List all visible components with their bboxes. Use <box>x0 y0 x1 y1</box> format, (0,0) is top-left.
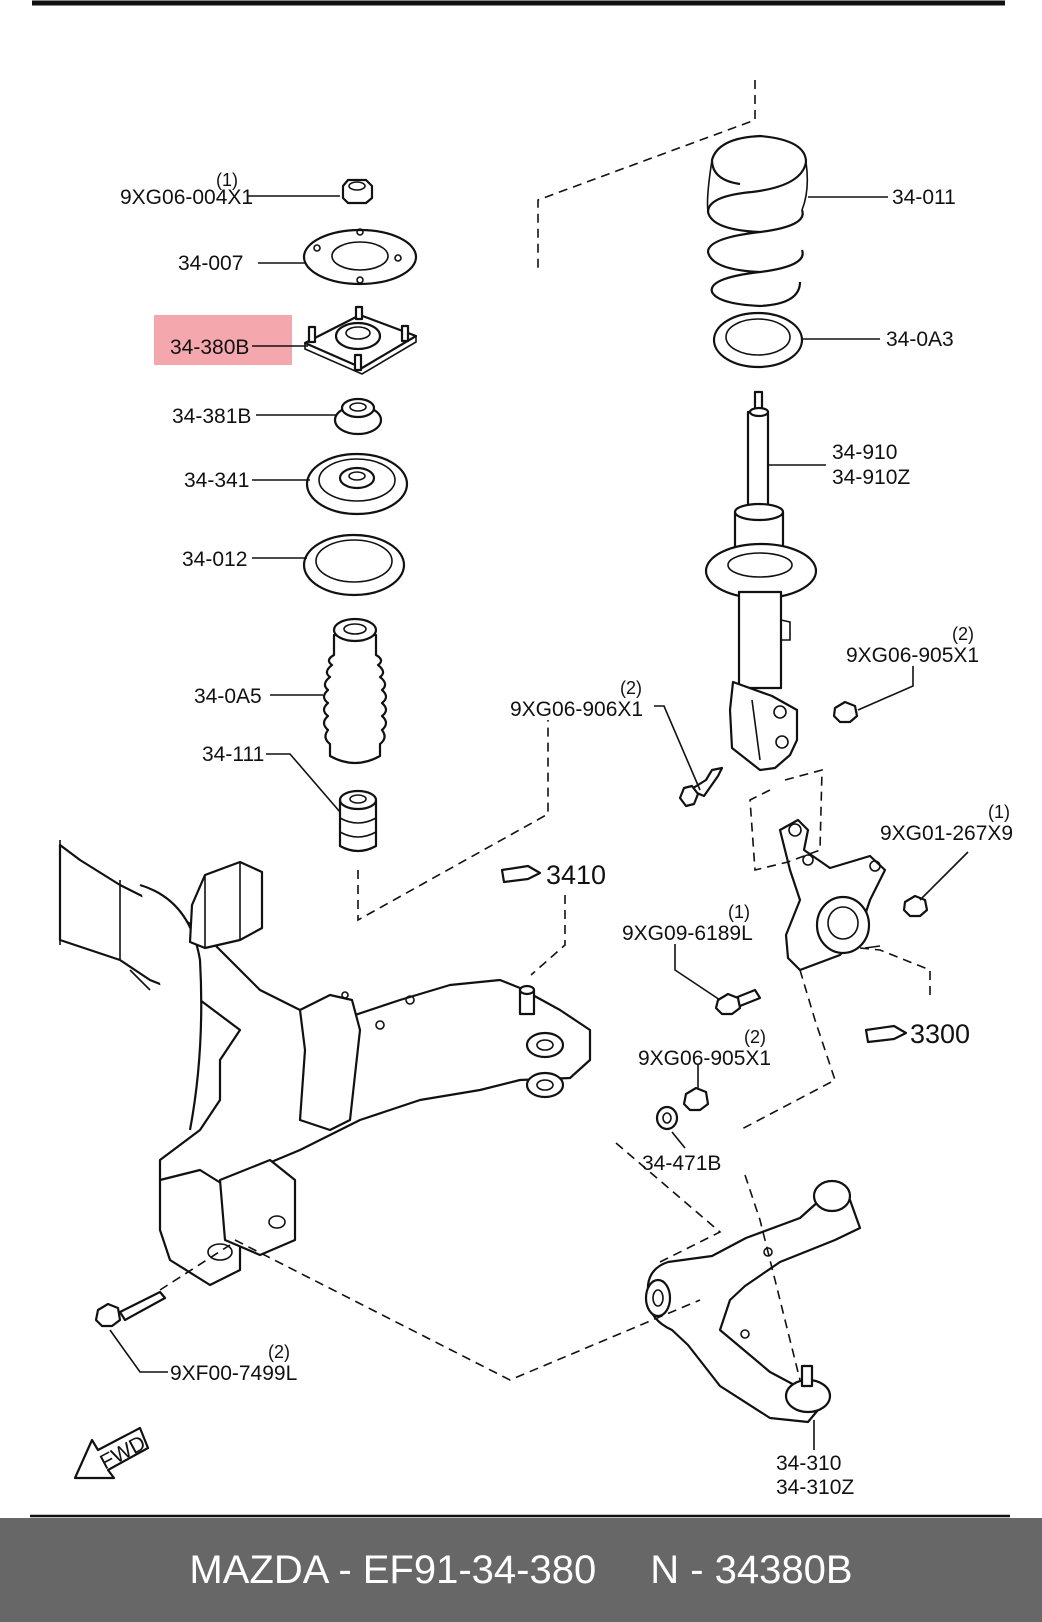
label-knuckle-bolt-qty: (1) <box>728 902 750 922</box>
spring-seat-icon <box>305 452 409 516</box>
label-knuckle-nut: 9XG01-267X9 <box>880 822 1013 845</box>
label-bolt-strut-qty: (2) <box>620 678 642 698</box>
label-arm-nut: 9XG06-905X1 <box>638 1047 771 1070</box>
upper-ring-icon <box>302 533 406 597</box>
label-bolt-strut: 9XG06-906X1 <box>510 698 643 721</box>
label-bearing: 34-381B <box>172 405 251 428</box>
label-bumper: 34-111 <box>202 743 264 766</box>
label-upper-ring: 34-012 <box>182 548 247 571</box>
steering-knuckle-icon <box>778 818 887 972</box>
label-seat: 34-341 <box>184 469 249 492</box>
top-nut-icon <box>341 178 374 205</box>
strut-assembly-icon <box>704 390 818 772</box>
label-spring: 34-011 <box>892 186 956 209</box>
strut-bolt-icon <box>678 766 724 808</box>
label-arm-nut-qty: (2) <box>744 1027 766 1047</box>
label-arm-a: 34-310 <box>776 1452 841 1475</box>
label-knuckle-nut-qty: (1) <box>988 802 1010 822</box>
arm-nut-icon <box>682 1086 710 1112</box>
washer-icon <box>655 1105 679 1131</box>
plate-icon <box>302 228 418 286</box>
label-nut-top: 9XG06-004X1 <box>120 186 253 209</box>
lower-control-arm-icon <box>644 1179 862 1424</box>
strut-mount-icon <box>303 305 418 375</box>
label-ref-frame: 3410 <box>546 860 606 890</box>
knuckle-bolt-icon <box>714 988 762 1016</box>
strut-nut-icon <box>832 700 859 724</box>
label-mount: 34-380B <box>170 336 249 359</box>
crossmember-icon <box>58 840 592 1287</box>
label-strut-a: 34-910 <box>832 441 897 464</box>
fwd-arrow-icon <box>73 1426 150 1480</box>
dust-boot-icon <box>322 617 388 765</box>
bump-stopper-icon <box>338 789 378 853</box>
knuckle-nut-icon <box>902 894 929 918</box>
label-nut-r: 9XG06-905X1 <box>846 644 979 667</box>
label-boot: 34-0A5 <box>194 685 262 708</box>
parts-diagram: (1) 9XG06-004X1 34-007 34-380B 34-381B 3… <box>30 0 1013 1518</box>
label-frame-bolt-qty: (2) <box>268 1342 290 1362</box>
label-plate: 34-007 <box>178 252 243 275</box>
pointing-hand-icon <box>500 864 542 884</box>
label-arm-b: 34-310Z <box>776 1476 854 1499</box>
label-nut-r-qty: (2) <box>952 624 974 644</box>
pointing-hand-icon <box>864 1024 908 1044</box>
footer-oem-number: MAZDA - EF91-34-380 <box>189 1547 597 1592</box>
label-lower-ring: 34-0A3 <box>886 328 954 351</box>
label-frame-bolt: 9XF00-7499L <box>170 1362 297 1385</box>
coil-spring-icon <box>706 134 809 308</box>
label-nut-top-qty: (1) <box>216 170 238 190</box>
label-knuckle-bolt: 9XG09-6189L <box>622 922 753 945</box>
frame-bolt-icon <box>94 1290 167 1328</box>
label-washer: 34-471B <box>642 1152 721 1175</box>
highlight-box <box>154 315 292 365</box>
label-strut-b: 34-910Z <box>832 466 910 489</box>
footer-part-number: N - 34380B <box>650 1547 853 1592</box>
bearing-icon <box>333 397 383 436</box>
label-ref-knuckle: 3300 <box>910 1019 970 1049</box>
footer-bar: MAZDA - EF91-34-380 N - 34380B <box>0 1518 1042 1622</box>
callout-labels: (1) 9XG06-004X1 34-007 34-380B 34-381B 3… <box>96 170 1013 1499</box>
lower-spring-ring-icon <box>712 311 804 369</box>
